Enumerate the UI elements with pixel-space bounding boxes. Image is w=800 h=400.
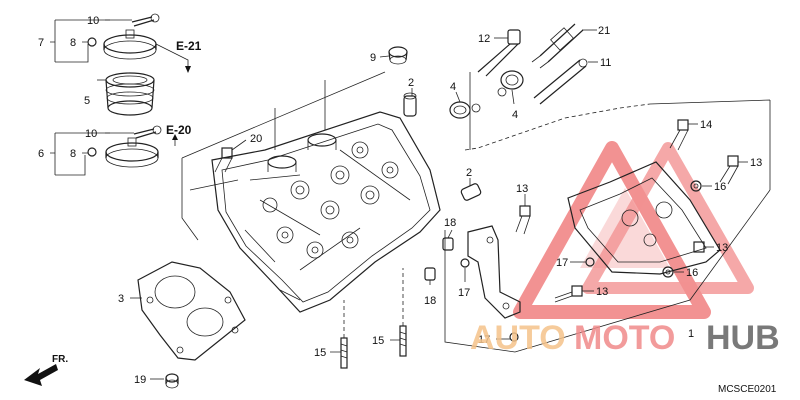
bolt-13a <box>719 155 739 185</box>
callout-15a: 15 <box>314 347 326 359</box>
stud-11 <box>533 58 588 105</box>
callout-17b: 17 <box>458 287 470 299</box>
callout-14: 14 <box>700 119 712 131</box>
watermark-auto: AUTO <box>470 319 566 357</box>
callout-5: 5 <box>84 95 90 107</box>
plug-12 <box>477 29 521 77</box>
camshaft-journals <box>262 141 399 259</box>
washer-16b <box>662 266 674 278</box>
callout-18a: 18 <box>444 217 456 229</box>
callout-17c: 17 <box>478 334 490 346</box>
pipe-2a <box>403 92 417 117</box>
intake-clamp-lower <box>105 137 159 168</box>
intake-clamp-upper <box>103 29 157 60</box>
front-direction-arrow <box>24 364 58 386</box>
callout-13c: 13 <box>716 242 728 254</box>
callout-4b: 4 <box>512 109 518 121</box>
front-direction-label: FR. <box>52 354 68 365</box>
watermark-moto: MOTO <box>574 319 675 357</box>
callout-10a: 10 <box>87 15 99 27</box>
screw-10-upper <box>131 13 160 27</box>
callout-8a: 8 <box>70 37 76 49</box>
dowel-pin-18a <box>442 237 454 251</box>
callout-20: 20 <box>250 133 262 145</box>
callout-2a: 2 <box>408 77 414 89</box>
head-gasket <box>137 261 246 361</box>
callout-6: 6 <box>38 148 44 160</box>
cylinder-head <box>211 111 441 313</box>
callout-17a: 17 <box>556 257 568 269</box>
bracket-right <box>467 225 521 319</box>
callout-2b: 2 <box>466 167 472 179</box>
dowel-pin-19 <box>165 373 179 389</box>
grommet-9 <box>388 46 408 65</box>
callout-16a: 16 <box>714 181 726 193</box>
cover-right <box>567 161 721 275</box>
callout-8b: 8 <box>70 148 76 160</box>
callout-10b: 10 <box>85 128 97 140</box>
washer-16a <box>690 180 702 192</box>
nut-8-upper <box>87 37 97 47</box>
reference-e20: E-20 <box>166 123 192 137</box>
bolt-13b <box>515 205 531 235</box>
callout-13d: 13 <box>596 286 608 298</box>
watermark-text: AUTO MOTO HUB <box>470 319 780 357</box>
callout-13a: 13 <box>750 157 762 169</box>
callout-7: 7 <box>38 37 44 49</box>
callout-11: 11 <box>600 57 611 69</box>
callout-3: 3 <box>118 293 124 305</box>
callout-18b: 18 <box>424 295 436 307</box>
bolt-20 <box>214 147 233 173</box>
bolt-13d <box>554 285 583 303</box>
watermark-hub: HUB <box>706 319 780 357</box>
callout-21: 21 <box>598 25 610 37</box>
bolt-14 <box>669 119 689 151</box>
reference-e21: E-21 <box>176 39 202 53</box>
callout-16b: 16 <box>686 267 698 279</box>
nut-8-lower <box>87 147 97 157</box>
screw-10-lower <box>133 125 162 139</box>
pipe-2b <box>460 183 482 201</box>
dowel-pin-18b <box>424 267 436 281</box>
callout-12: 12 <box>478 33 490 45</box>
watermark-logo <box>513 141 754 319</box>
callout-4a: 4 <box>450 81 456 93</box>
insulator-5 <box>105 72 155 116</box>
stud-bolt-15b <box>399 325 407 357</box>
callout-1: 1 <box>688 328 694 340</box>
diagram-code: MCSCE0201 <box>718 384 777 395</box>
callout-9: 9 <box>370 52 376 64</box>
o-ring-4b <box>497 70 524 97</box>
callout-19: 19 <box>134 374 146 386</box>
spark-plug-21 <box>531 23 584 69</box>
o-ring-4a <box>449 101 481 119</box>
washer-17b <box>460 258 470 268</box>
stud-bolt-15a <box>340 337 348 369</box>
callout-15b: 15 <box>372 335 384 347</box>
washer-17c <box>509 332 519 342</box>
callout-labels: 10 7 8 5 10 6 8 20 9 12 2 4 4 21 11 14 1… <box>38 15 762 386</box>
callout-13b: 13 <box>516 183 528 195</box>
